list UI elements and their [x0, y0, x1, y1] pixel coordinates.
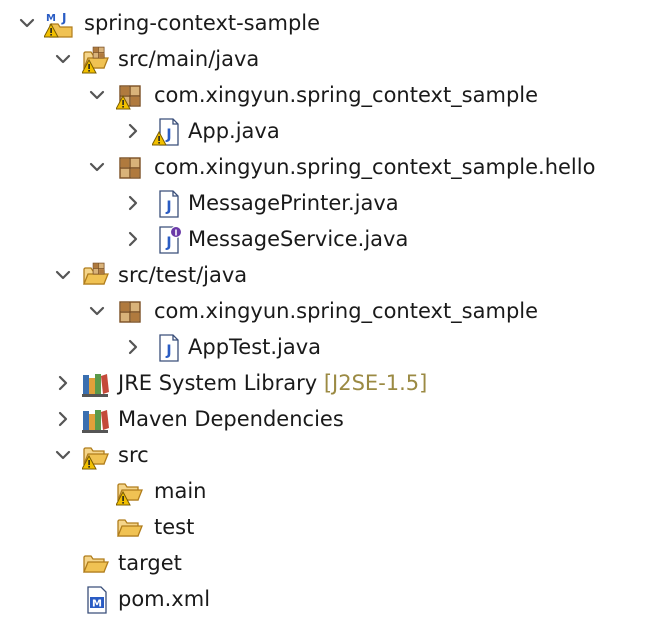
source-folder-icon: [83, 262, 109, 285]
tree-item-jre-library[interactable]: JRE System Library [J2SE-1.5]: [0, 366, 660, 402]
svg-text:I: I: [175, 229, 178, 238]
chevron-down-icon[interactable]: [86, 84, 108, 106]
tree-item-pom-xml[interactable]: pom.xml: [0, 582, 660, 618]
tree-item-label: src/test/java: [118, 263, 248, 287]
chevron-down-icon[interactable]: [52, 48, 74, 70]
tree-item-label: MessageService.java: [188, 227, 409, 251]
tree-item-app-java[interactable]: App.java: [0, 114, 660, 150]
tree-item-package-hello[interactable]: com.xingyun.spring_context_sample.hello: [0, 150, 660, 186]
tree-item-label: src: [118, 443, 149, 467]
folder-icon: [117, 519, 143, 537]
tree-item-package-test[interactable]: com.xingyun.spring_context_sample: [0, 294, 660, 330]
tree-item-src-main-java[interactable]: src/main/java: [0, 42, 660, 78]
library-icon: [82, 374, 109, 397]
tree-item-label: spring-context-sample: [84, 11, 321, 35]
java-file-icon: [159, 334, 179, 362]
tree-item-label: test: [154, 515, 195, 539]
tree-item-label: target: [118, 551, 182, 575]
package-icon: [119, 157, 141, 179]
folder-icon: [82, 447, 109, 470]
tree-item-maven-dependencies[interactable]: Maven Dependencies: [0, 402, 660, 438]
java-file-icon: [152, 118, 179, 146]
library-icon: [82, 410, 109, 433]
maven-project-icon: M J: [44, 11, 73, 38]
tree-item-label: pom.xml: [118, 587, 211, 611]
chevron-right-icon[interactable]: [122, 192, 144, 214]
chevron-down-icon[interactable]: [86, 300, 108, 322]
tree-item-label: com.xingyun.spring_context_sample.hello: [154, 155, 596, 179]
tree-item-main[interactable]: main: [0, 474, 660, 510]
chevron-right-icon[interactable]: [122, 336, 144, 358]
tree-item-src-test-java[interactable]: src/test/java: [0, 258, 660, 294]
tree-item-label: main: [154, 479, 207, 503]
tree-item-label: JRE System Library [J2SE-1.5]: [118, 369, 427, 397]
chevron-down-icon[interactable]: [86, 156, 108, 178]
maven-pom-file-icon: [87, 586, 107, 614]
tree-item-label: src/main/java: [118, 47, 260, 71]
chevron-right-icon[interactable]: [52, 408, 74, 430]
tree-item-label: AppTest.java: [188, 335, 322, 359]
chevron-right-icon[interactable]: [52, 372, 74, 394]
tree-item-test[interactable]: test: [0, 510, 660, 546]
chevron-down-icon[interactable]: [52, 444, 74, 466]
tree-item-package-main[interactable]: com.xingyun.spring_context_sample: [0, 78, 660, 114]
chevron-down-icon[interactable]: [16, 12, 38, 34]
tree-item-label: Maven Dependencies: [118, 407, 344, 431]
folder-icon: [83, 555, 109, 573]
java-file-icon: [159, 190, 179, 218]
java-interface-file-icon: I: [159, 226, 182, 254]
svg-text:J: J: [61, 11, 66, 25]
chevron-right-icon[interactable]: [122, 228, 144, 250]
tree-item-label: com.xingyun.spring_context_sample: [154, 83, 539, 107]
tree-item-app-test[interactable]: AppTest.java: [0, 330, 660, 366]
tree-item-project[interactable]: M J spring-context-sample: [0, 6, 660, 42]
tree-item-message-service[interactable]: I MessageService.java: [0, 222, 660, 258]
chevron-down-icon[interactable]: [52, 264, 74, 286]
tree-item-message-printer[interactable]: MessagePrinter.java: [0, 186, 660, 222]
tree-item-label: App.java: [188, 119, 280, 143]
folder-icon: [116, 483, 143, 506]
tree-item-src[interactable]: src: [0, 438, 660, 474]
svg-text:M: M: [46, 13, 56, 24]
jre-label: JRE System Library: [118, 371, 318, 395]
package-icon: [116, 85, 141, 110]
chevron-right-icon[interactable]: [122, 120, 144, 142]
jre-version-decoration: [J2SE-1.5]: [323, 371, 428, 395]
tree-item-target[interactable]: target: [0, 546, 660, 582]
source-folder-icon: [82, 46, 109, 74]
tree-item-label: MessagePrinter.java: [188, 191, 399, 215]
tree-item-label: com.xingyun.spring_context_sample: [154, 299, 539, 323]
package-icon: [119, 301, 141, 323]
